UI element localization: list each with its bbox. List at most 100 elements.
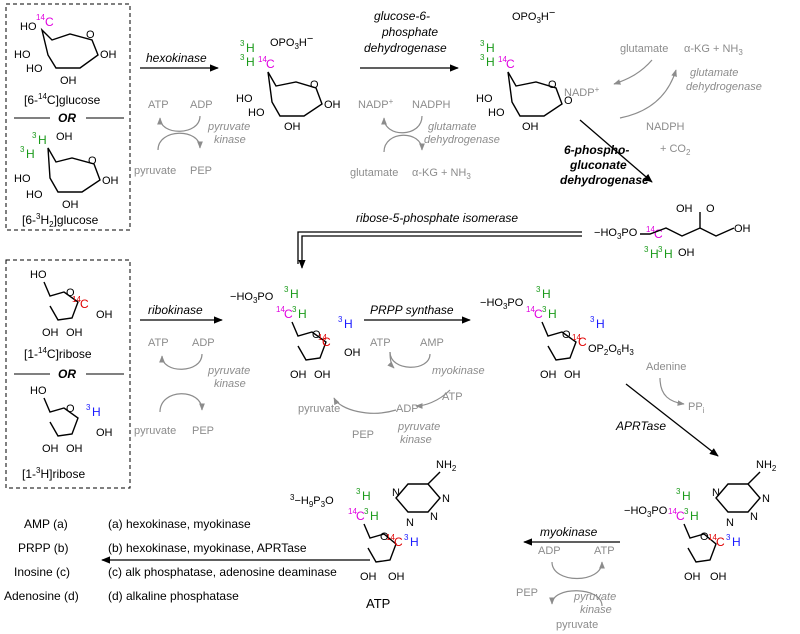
svg-text:ADP: ADP [192,337,215,349]
svg-text:ADP: ADP [538,545,561,557]
aprtase-arrow [625,383,719,457]
pgdh-arrow [579,119,653,183]
svg-text:HO: HO [14,173,31,185]
svg-text:−HO3PO: −HO3PO [230,291,274,305]
ribose-3h-structure: HO O 3 H OH OH OH [30,385,113,455]
svg-text:HO: HO [476,93,493,105]
svg-text:14: 14 [36,13,45,22]
atp-structure: NH2 N N N N 3−H9P3O 3 H 14 C 3 H O 14 C … [290,459,457,583]
svg-text:14: 14 [646,225,655,234]
svg-text:HO: HO [20,21,37,33]
svg-text:OH: OH [540,369,557,381]
svg-text:OPO3H−: OPO3H− [512,7,555,25]
svg-text:kinase: kinase [400,434,432,446]
svg-text:pyruvate: pyruvate [573,591,616,603]
svg-text:PPi: PPi [688,401,705,415]
product-amp: AMP (a) [24,517,68,531]
svg-text:O: O [380,531,389,543]
ribose-5-phosphate-structure: −HO3PO 3 H 14 C 3 H O 14 C 3 H OH OH OH [230,285,361,381]
svg-text:pyruvate: pyruvate [207,121,250,133]
svg-text:3: 3 [284,285,289,294]
svg-text:O: O [310,79,319,91]
svg-text:NH2: NH2 [756,459,777,473]
svg-text:H: H [486,41,495,55]
svg-text:−HO3PO: −HO3PO [594,227,638,241]
svg-text:HO: HO [14,49,31,61]
svg-text:H: H [362,489,371,503]
svg-text:3: 3 [32,131,37,140]
ribose-3h-label: [1-3H]ribose [22,466,85,481]
svg-text:−HO3PO: −HO3PO [624,505,668,519]
svg-text:3: 3 [684,507,689,516]
svg-text:NADPH: NADPH [412,99,451,111]
svg-text:OH: OH [676,203,693,215]
svg-text:H: H [690,509,699,523]
svg-text:C: C [394,535,403,549]
svg-text:H: H [542,287,551,301]
svg-text:14: 14 [318,333,327,342]
svg-text:H: H [344,317,353,331]
svg-text:H: H [298,307,307,321]
svg-text:OH: OH [734,223,751,235]
svg-text:C: C [578,335,587,349]
svg-text:OH: OH [66,327,83,339]
svg-text:H: H [650,247,659,261]
svg-text:H: H [290,287,299,301]
svg-text:OH: OH [60,75,77,87]
svg-text:C: C [80,297,89,311]
svg-text:H: H [38,133,47,147]
svg-text:H: H [732,535,741,549]
svg-text:ADP: ADP [396,403,419,415]
svg-text:pyruvate: pyruvate [556,619,598,631]
svg-text:pyruvate: pyruvate [134,165,176,177]
atp-regeneration-cycle-3: ATP AMP myokinase ATP ADP pyruvate PEP p… [298,337,485,446]
svg-text:glutamate: glutamate [350,167,398,179]
svg-text:3: 3 [676,487,681,496]
svg-text:pyruvate: pyruvate [298,403,340,415]
adenine-input: Adenine PPi [646,361,705,415]
svg-text:pyruvate: pyruvate [207,365,250,377]
svg-text:PEP: PEP [516,587,538,599]
svg-text:+ CO2: + CO2 [660,143,691,157]
svg-text:OH: OH [344,347,361,359]
svg-text:OH: OH [360,571,377,583]
svg-text:OH: OH [100,49,117,61]
conditions-list: (a) hexokinase, myokinase (b) hexokinase… [108,517,337,603]
svg-text:3: 3 [726,533,731,542]
svg-text:H: H [682,489,691,503]
condition-d: (d) alkaline phosphatase [108,589,239,603]
svg-text:kinase: kinase [214,378,246,390]
svg-text:OH: OH [684,571,701,583]
svg-text:pyruvate: pyruvate [397,421,440,433]
products-list: AMP (a) PRPP (b) Inosine (c) Adenosine (… [4,517,79,603]
svg-text:OH: OH [324,99,341,111]
svg-text:3: 3 [20,145,25,154]
product-inosine: Inosine (c) [14,565,70,579]
svg-text:3: 3 [404,533,409,542]
condition-b: (b) hexokinase, myokinase, APRTase [108,541,307,555]
svg-text:C: C [716,535,725,549]
product-adenosine: Adenosine (d) [4,589,79,603]
svg-text:OH: OH [710,571,727,583]
svg-text:OH: OH [678,247,695,259]
svg-text:H: H [370,509,379,523]
svg-text:14: 14 [668,507,677,516]
pgdh-label-2: gluconate [569,158,627,172]
svg-text:O: O [86,29,95,41]
svg-text:H: H [92,405,101,419]
amp-structure: NH2 N N N N −HO3PO 3 H 14 C 3 H O 14 C 3… [624,459,777,583]
svg-text:C: C [534,307,543,321]
svg-text:N: N [442,493,450,505]
svg-text:O: O [548,79,557,91]
svg-text:OH: OH [564,369,581,381]
svg-text:14: 14 [386,533,395,542]
phosphogluconolactone-structure: 3 H 3 H 14 C OPO3H− O O HO HO OH [476,7,573,133]
atp-product-label: ATP [366,596,390,611]
svg-text:dehydrogenase: dehydrogenase [686,81,762,93]
svg-text:HO: HO [30,269,47,281]
svg-text:pyruvate: pyruvate [134,425,176,437]
svg-text:14: 14 [572,333,581,342]
aprtase-label: APRTase [615,419,666,433]
svg-text:N: N [392,487,400,499]
svg-text:O: O [562,329,571,341]
